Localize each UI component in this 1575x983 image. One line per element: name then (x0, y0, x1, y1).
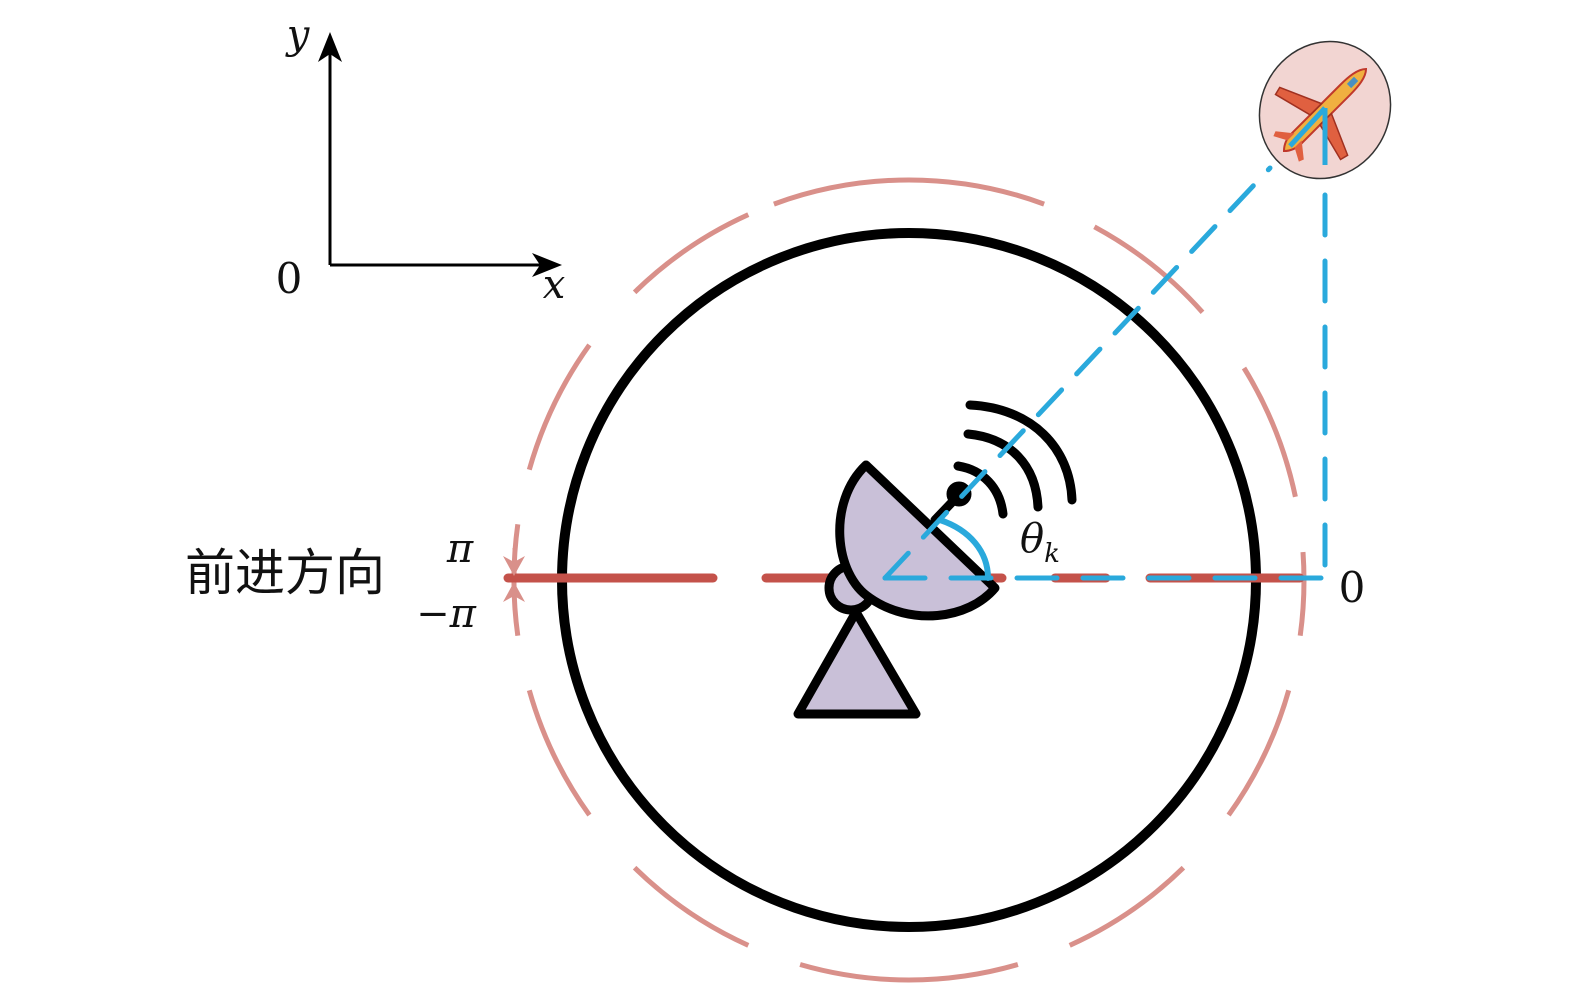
dashed-ring-segment (1241, 366, 1298, 498)
airplane-icon (1258, 40, 1392, 180)
x-axis-arrowhead (532, 253, 562, 277)
dashed-ring-segment (1068, 865, 1186, 948)
theta-label: θk (1020, 516, 1060, 569)
coordinate-axes: y x 0 (276, 12, 566, 308)
radar-waves (953, 400, 1077, 519)
y-axis-arrowhead (318, 32, 342, 62)
theta-subscript: k (1044, 539, 1060, 569)
dashed-ring-segment (773, 177, 1045, 207)
line-of-sight (882, 165, 1273, 581)
dashed-ring-segment (632, 212, 750, 295)
dashed-ring-segment (526, 343, 592, 471)
origin-label: 0 (276, 254, 303, 303)
dashed-ring-segment (799, 962, 1019, 983)
minus-pi-label: −π (416, 591, 477, 637)
dashed-ring-segment (526, 689, 592, 817)
y-axis-label: y (285, 12, 311, 58)
theta-arc (937, 517, 991, 581)
forward-direction-label: 前进方向 (185, 544, 385, 602)
pi-boundary-markers: π −π (416, 526, 525, 637)
dashed-ring-segment (1093, 224, 1205, 314)
zero-angle-label: 0 (1339, 563, 1366, 612)
dashed-ring-segment (1226, 689, 1292, 817)
target-sight-lines (882, 165, 1328, 581)
radar-stand (793, 607, 921, 719)
x-axis-label: x (543, 262, 566, 308)
pi-label: π (446, 526, 474, 572)
dashed-ring-segment (1297, 551, 1307, 637)
dashed-ring-segment (632, 865, 750, 948)
